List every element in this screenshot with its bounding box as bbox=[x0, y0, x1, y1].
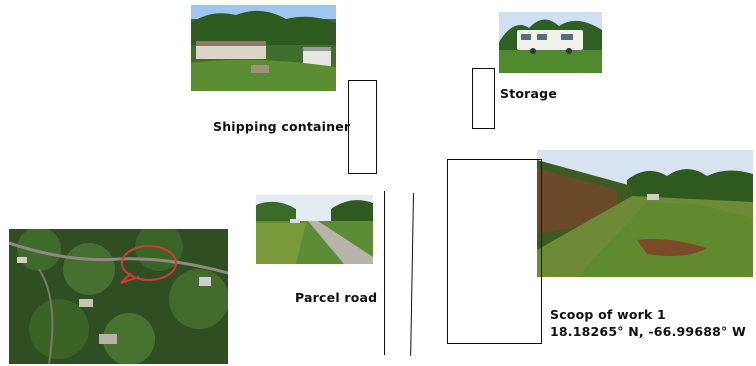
storage-label: Storage bbox=[500, 86, 557, 101]
scope-of-work-label: Scoop of work 1 18.18265° N, -66.99688° … bbox=[550, 306, 746, 340]
shipping-container-label: Shipping container bbox=[213, 119, 351, 134]
shipping-container-photo bbox=[191, 5, 336, 91]
parcel-road-line-right bbox=[410, 193, 414, 356]
scope-of-work-outline bbox=[447, 159, 542, 344]
aerial-map-image bbox=[9, 229, 228, 364]
parcel-road-label: Parcel road bbox=[295, 290, 378, 305]
shipping-container-outline bbox=[348, 80, 377, 174]
scope-of-work-title: Scoop of work 1 bbox=[550, 307, 666, 322]
scope-of-work-photo bbox=[537, 150, 753, 277]
storage-outline bbox=[472, 68, 495, 129]
storage-trailer-photo bbox=[499, 12, 602, 73]
location-marker-icon bbox=[120, 245, 177, 284]
scope-of-work-coordinates: 18.18265° N, -66.99688° W bbox=[550, 324, 747, 339]
parcel-road-photo bbox=[256, 195, 373, 264]
parcel-road-line-left bbox=[384, 191, 385, 355]
